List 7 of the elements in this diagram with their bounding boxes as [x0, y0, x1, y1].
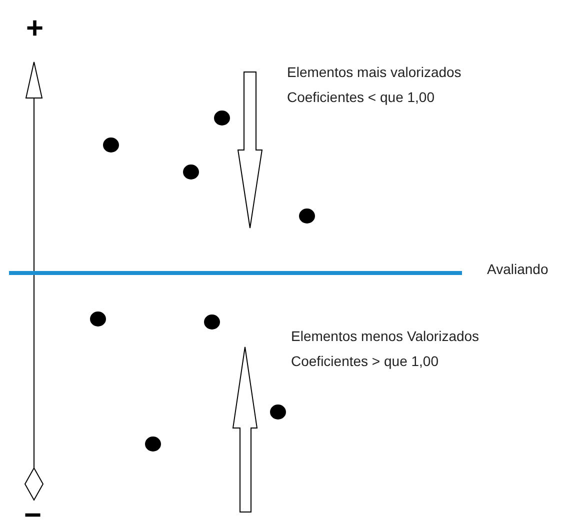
annotation-text: Elementos mais valorizados — [287, 64, 462, 80]
annotation-text: Coeficientes < que 1,00 — [287, 89, 434, 105]
annotation-text: Coeficientes > que 1,00 — [291, 353, 438, 369]
line-label: Avaliando — [487, 261, 548, 277]
minus-sign: − — [24, 501, 42, 521]
annotation-text: Elementos menos Valorizados — [291, 328, 480, 344]
plus-sign: + — [26, 14, 44, 44]
